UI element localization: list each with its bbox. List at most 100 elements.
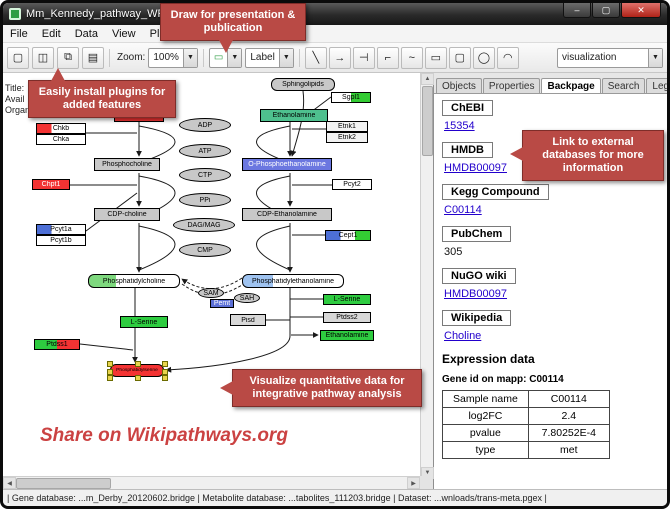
pathway-node-o-phosphoethanolamine[interactable]: O-Phosphoethanolamine — [242, 158, 332, 171]
pathway-node-cept1[interactable]: Cept1 — [325, 230, 371, 241]
label-dropdown[interactable]: Label ▼ — [245, 47, 294, 68]
pathway-node-chpt1[interactable]: Chpt1 — [32, 179, 70, 190]
pathway-node-ptdss2[interactable]: Ptdss2 — [323, 312, 371, 323]
pathway-node-phosphatidylethanolamine[interactable]: Phosphatidylethanolamine — [242, 274, 344, 288]
pathway-node-label: DAG/MAG — [187, 221, 221, 229]
pathway-node-cdp-choline[interactable]: CDP-choline — [94, 208, 160, 221]
menu-file[interactable]: File — [10, 27, 28, 40]
pathway-node-ctp[interactable]: CTP — [179, 168, 231, 182]
datanode-dropdown[interactable]: ▭ ▼ — [208, 47, 243, 68]
callout-link-text: Link to external databases for more info… — [542, 136, 644, 174]
pathway-node-l-serine[interactable]: L-Serine — [120, 316, 168, 328]
selection-handle[interactable] — [107, 368, 113, 375]
copy-button[interactable]: ⧉ — [57, 46, 79, 69]
scroll-up-icon[interactable]: ▲ — [421, 73, 434, 85]
scroll-right-icon[interactable]: ▶ — [407, 477, 420, 489]
tab-legend[interactable]: Legend — [646, 78, 667, 93]
paste-button[interactable]: ▤ — [82, 46, 104, 69]
pathway-node-ethanolamine[interactable]: Ethanolamine — [320, 330, 374, 341]
pathway-node-etnk2[interactable]: Etnk2 — [326, 132, 368, 143]
pathway-node-pcyt2[interactable]: Pcyt2 — [332, 179, 372, 190]
pathway-node-cmp[interactable]: CMP — [179, 243, 231, 257]
bracket-tool[interactable]: ◠ — [496, 46, 519, 69]
pathway-info-label: Title: — [5, 83, 25, 93]
titlebar[interactable]: Mm_Kennedy_pathway_WP1771_45176.gpml – ▢… — [3, 3, 667, 25]
scroll-left-icon[interactable]: ◀ — [3, 477, 16, 489]
backpage-section-header: ChEBI — [442, 100, 493, 116]
pathway-node-ptdss1[interactable]: Ptdss1 — [34, 339, 80, 350]
pathway-node-sphingolipids[interactable]: Sphingolipids — [271, 78, 335, 91]
rounded-rect-tool[interactable]: ▢ — [448, 46, 471, 69]
chevron-down-icon[interactable]: ▼ — [648, 48, 662, 67]
pathway-node-phosphatidylserine[interactable]: Phosphatidylserine — [107, 361, 168, 381]
visualization-combobox[interactable]: visualization ▼ — [557, 47, 663, 68]
chevron-down-icon[interactable]: ▼ — [278, 48, 293, 67]
pathway-node-etnk1[interactable]: Etnk1 — [326, 121, 368, 132]
menu-view[interactable]: View — [111, 27, 136, 40]
curve-tool[interactable]: ~ — [400, 46, 423, 69]
save-button[interactable]: ◫ — [32, 46, 54, 69]
menu-data[interactable]: Data — [74, 27, 98, 40]
selection-handle[interactable] — [162, 375, 168, 381]
pathway-node-atp[interactable]: ATP — [179, 144, 231, 158]
line-tool[interactable]: ╲ — [304, 46, 327, 69]
pathway-node-sam[interactable]: SAM — [198, 288, 224, 298]
ellipse-tool[interactable]: ◯ — [472, 46, 495, 69]
pathway-node-ppi[interactable]: PPi — [179, 193, 231, 207]
pathway-node-cdp-ethanolamine[interactable]: CDP-Ethanolamine — [242, 208, 332, 221]
pathway-node-phosphatidylcholine[interactable]: Phosphatidylcholine — [88, 274, 180, 288]
backpage-link[interactable]: Choline — [444, 330, 482, 342]
pathway-node-pemt[interactable]: Pemt — [210, 299, 234, 308]
elbow-tool[interactable]: ⌐ — [376, 46, 399, 69]
backpage-link[interactable]: HMDB00097 — [444, 288, 507, 300]
pathway-node-pcyt1b[interactable]: Pcyt1b — [36, 235, 86, 246]
arrow-tool[interactable]: → — [328, 46, 351, 69]
chevron-down-icon[interactable]: ▼ — [227, 48, 242, 67]
tab-objects[interactable]: Objects — [436, 78, 482, 93]
pathway-node-sah[interactable]: SAH — [234, 293, 260, 303]
pathway-node-l-serine[interactable]: L-Serine — [323, 294, 371, 305]
pathway-node-chkb[interactable]: Chkb — [36, 123, 86, 134]
selection-handle[interactable] — [107, 361, 113, 367]
table-cell: Sample name — [442, 390, 529, 408]
tab-backpage[interactable]: Backpage — [541, 78, 601, 93]
backpage-link[interactable]: HMDB00097 — [444, 162, 507, 174]
tab-search[interactable]: Search — [601, 78, 646, 93]
backpage-section-header: PubChem — [442, 226, 512, 242]
pathway-node-adp[interactable]: ADP — [179, 118, 231, 132]
selection-handle[interactable] — [135, 375, 141, 381]
minimize-button[interactable]: – — [563, 3, 591, 18]
pathway-node-pisd[interactable]: Pisd — [230, 314, 266, 326]
chevron-down-icon[interactable]: ▼ — [182, 48, 197, 67]
share-on-wikipathways-text: Share on Wikipathways.org — [40, 425, 288, 446]
close-button[interactable]: ✕ — [621, 3, 661, 18]
selection-handle[interactable] — [162, 368, 168, 375]
selection-handle[interactable] — [135, 361, 141, 367]
tbar-tool[interactable]: ⊣ — [352, 46, 375, 69]
new-file-button[interactable]: ▢ — [7, 46, 29, 69]
backpage-link[interactable]: C00114 — [444, 204, 482, 216]
tab-properties[interactable]: Properties — [482, 78, 541, 93]
pathway-node-dag-mag[interactable]: DAG/MAG — [173, 218, 235, 232]
vertical-scroll-thumb[interactable] — [422, 86, 433, 156]
menu-edit[interactable]: Edit — [41, 27, 61, 40]
canvas-horizontal-scrollbar[interactable]: ◀ ▶ — [3, 476, 420, 489]
selection-handle[interactable] — [107, 375, 113, 381]
canvas-vertical-scrollbar[interactable]: ▲ ▼ — [420, 73, 434, 479]
backpage-link[interactable]: 15354 — [444, 120, 475, 132]
selection-handle[interactable] — [162, 361, 168, 367]
rectangle-tool[interactable]: ▭ — [424, 46, 447, 69]
pathway-node-sgpl1[interactable]: Sgpl1 — [331, 92, 371, 103]
pathway-node-chka[interactable]: Chka — [36, 134, 86, 145]
pathway-node-pcyt1a[interactable]: Pcyt1a — [36, 224, 86, 235]
horizontal-scroll-thumb[interactable] — [16, 478, 111, 489]
pathway-node-phosphocholine[interactable]: Phosphocholine — [94, 158, 160, 171]
zoom-combobox[interactable]: 100% ▼ — [148, 47, 198, 68]
pathway-node-label: Ptdss1 — [46, 341, 68, 348]
pathway-node-ethanolamine[interactable]: Ethanolamine — [260, 109, 328, 122]
maximize-button[interactable]: ▢ — [592, 3, 620, 18]
